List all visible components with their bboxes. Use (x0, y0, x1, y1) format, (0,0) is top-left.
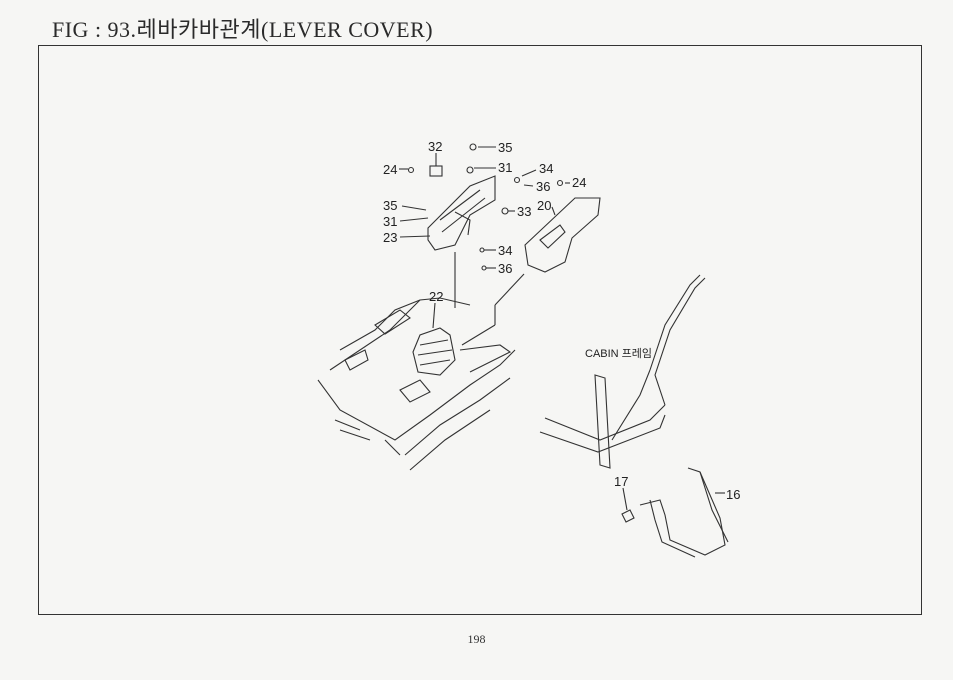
callout-36-top: 36 (536, 179, 550, 194)
washer-31 (466, 166, 474, 174)
screw-35 (469, 143, 477, 151)
lever-cover-assembly (399, 143, 601, 346)
diagram-frame (38, 45, 922, 615)
bolt-17 (621, 509, 635, 523)
callout-24-left: 24 (383, 162, 397, 177)
cover-23 (427, 175, 496, 251)
callout-labels: 32 35 31 34 36 24 24 20 33 35 31 23 34 3… (383, 139, 740, 502)
page-number: 198 (467, 632, 486, 646)
bushing-32 (429, 165, 443, 177)
callout-35-top: 35 (498, 140, 512, 155)
callout-36-bottom: 36 (498, 261, 512, 276)
cover-20 (524, 197, 601, 273)
callout-35-left: 35 (383, 198, 397, 213)
callout-34-top: 34 (539, 161, 553, 176)
figure-title: FIG : 93.레바카바관계(LEVER COVER) (52, 17, 434, 42)
callout-22: 22 (429, 289, 443, 304)
callout-33: 33 (517, 204, 531, 219)
step-16 (639, 467, 726, 556)
callout-17: 17 (614, 474, 628, 489)
callout-32: 32 (428, 139, 442, 154)
callout-23: 23 (383, 230, 397, 245)
callout-31-top: 31 (498, 160, 512, 175)
cabin-frame-label: CABIN 프레임 (585, 347, 652, 360)
floor-boot-assembly (317, 297, 516, 471)
step-assembly (621, 467, 729, 558)
callout-20: 20 (537, 198, 551, 213)
callout-34-bottom: 34 (498, 243, 512, 258)
callout-24-right: 24 (572, 175, 586, 190)
cabin-frame (539, 274, 706, 469)
callout-16: 16 (726, 487, 740, 502)
boot-22 (412, 327, 456, 376)
callout-31-left: 31 (383, 214, 397, 229)
